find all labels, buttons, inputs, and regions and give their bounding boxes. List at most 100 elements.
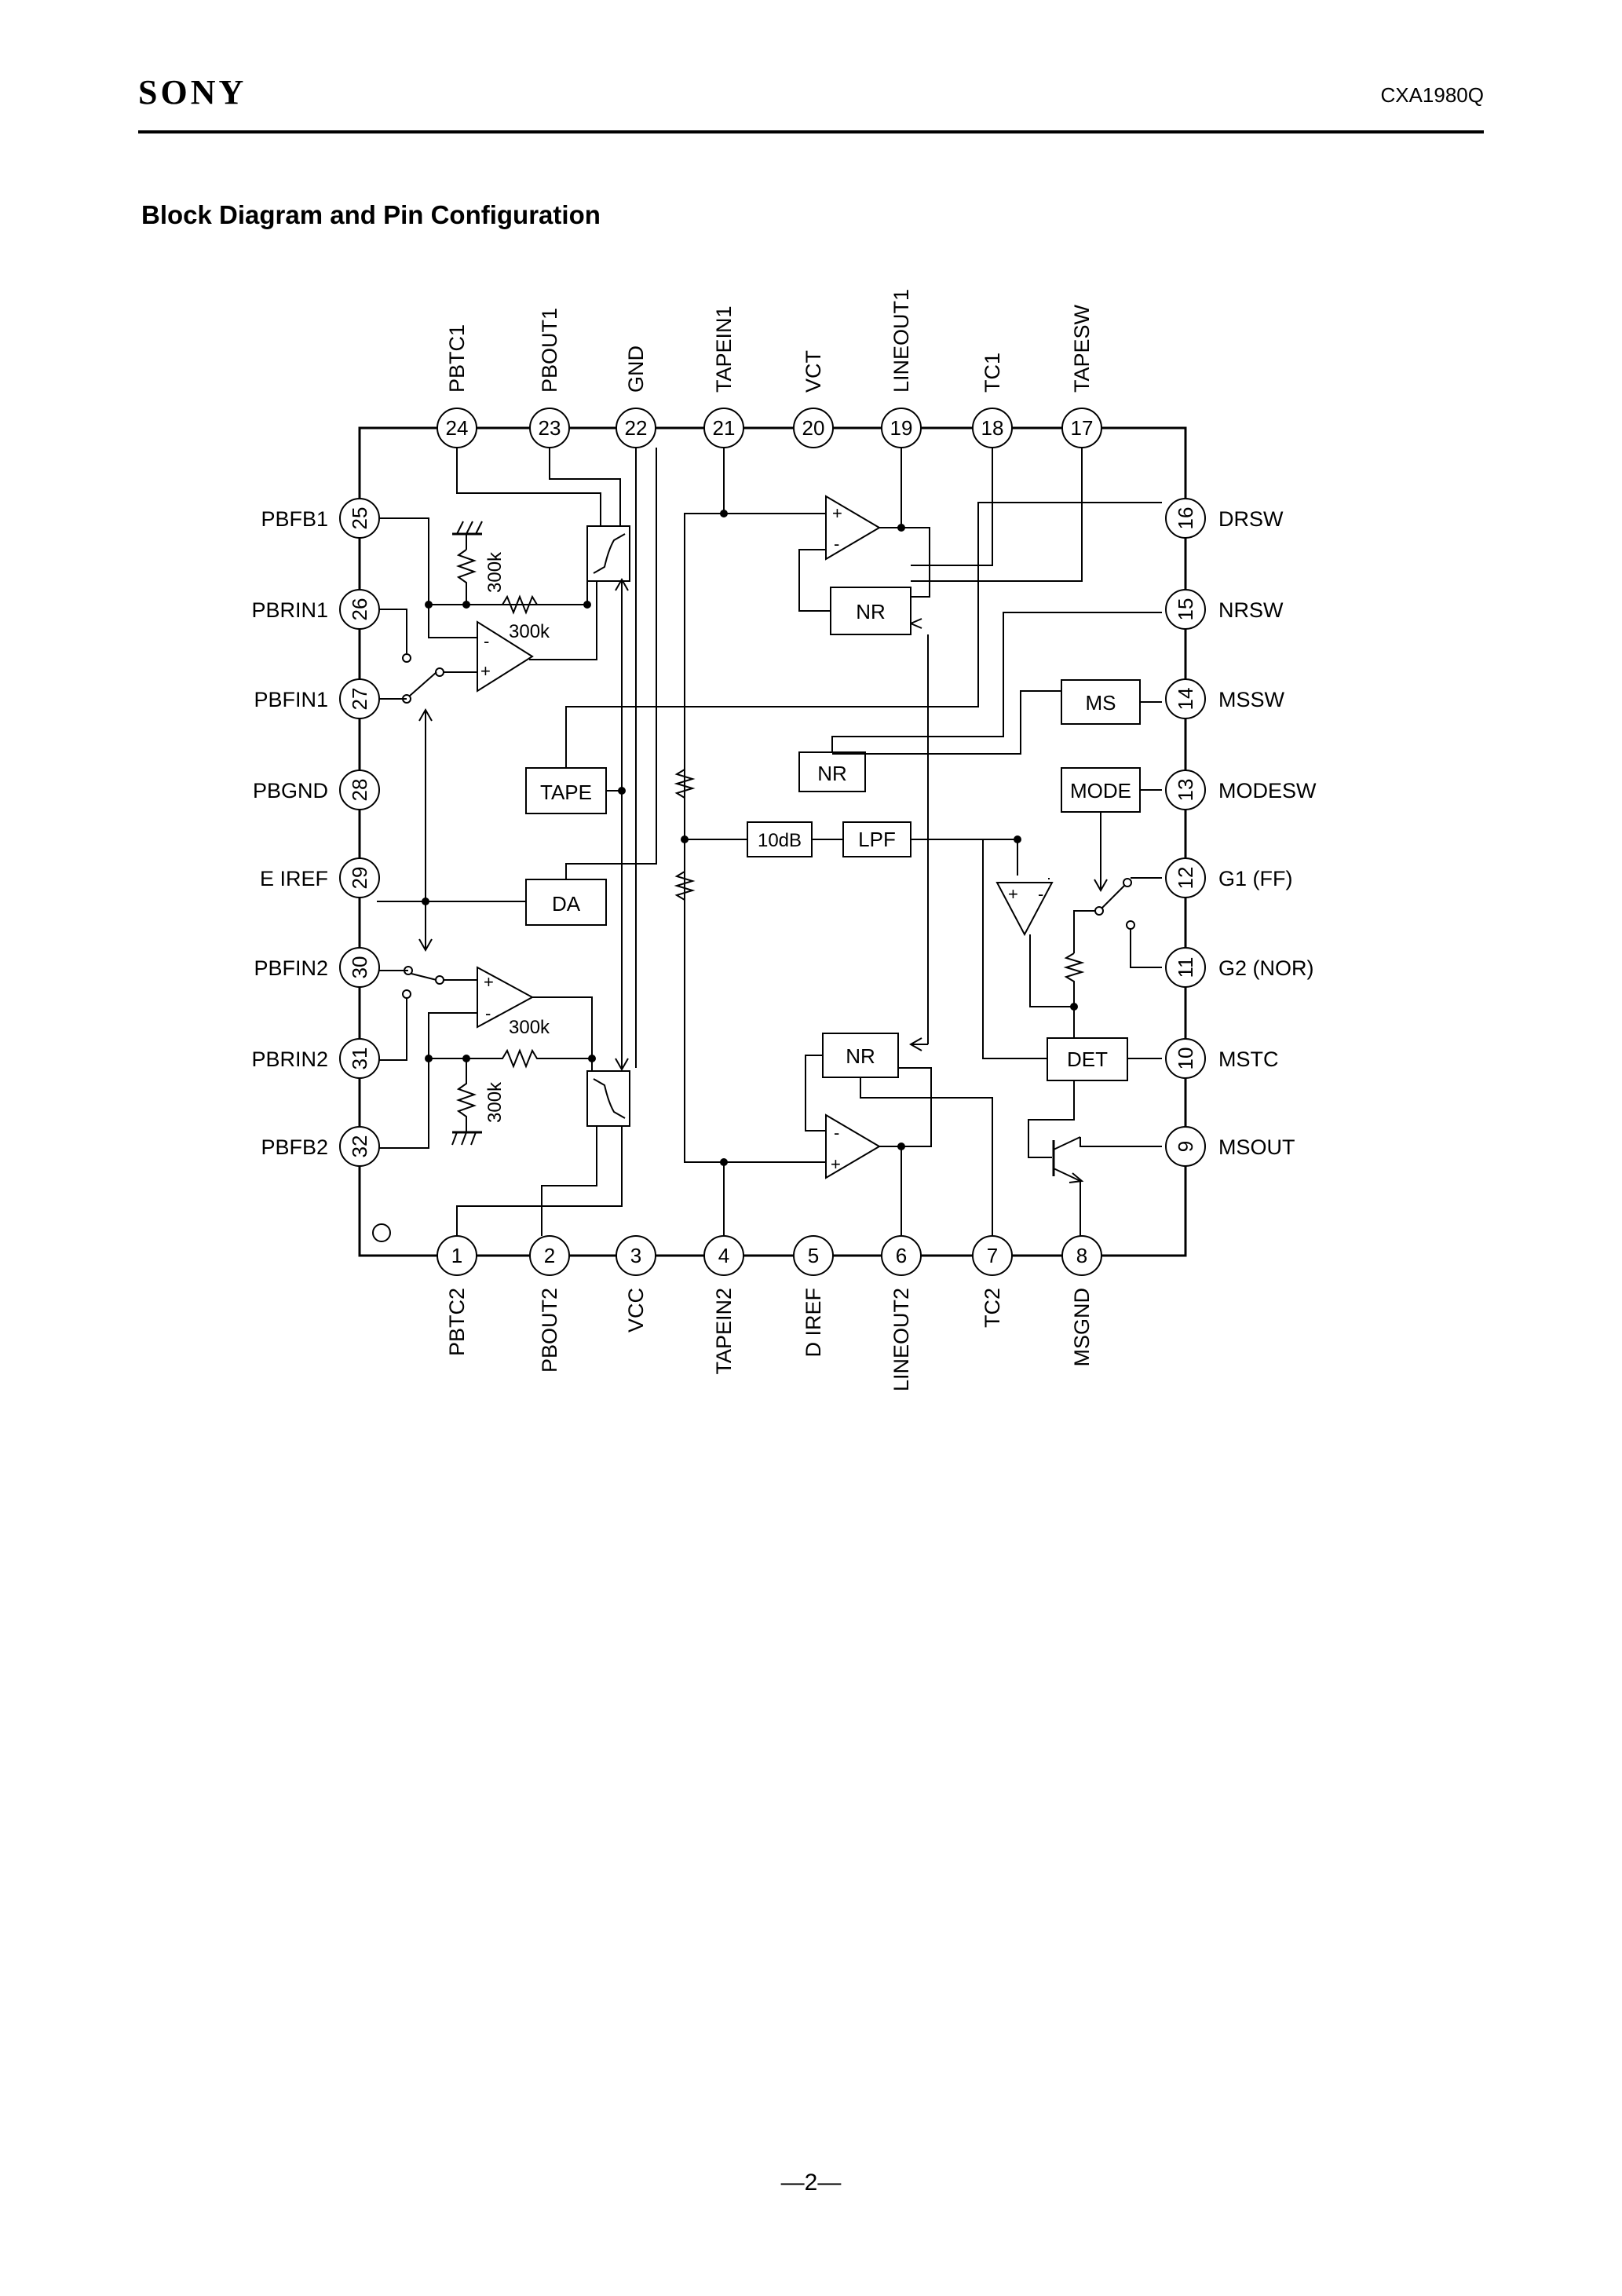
pin-number: 19 — [890, 416, 913, 440]
filter-curve — [593, 1078, 626, 1119]
wire — [565, 448, 657, 879]
pin-number: 20 — [802, 416, 825, 440]
wire — [529, 581, 597, 660]
pin-number: 18 — [981, 416, 1004, 440]
pin-name-label: E IREF — [260, 867, 328, 890]
op-amp-minus: - — [485, 1004, 491, 1023]
pin-pbtc1-circle — [437, 408, 477, 448]
filter-block-bottom — [586, 1070, 630, 1127]
nr-block-label: NR — [817, 762, 847, 785]
pin1-index-mark — [372, 1223, 391, 1242]
pin-number: 2 — [544, 1244, 555, 1267]
pin-number: 8 — [1076, 1244, 1087, 1267]
pin-number: 28 — [348, 779, 371, 802]
wire — [565, 502, 1162, 768]
op-amp-plus: + — [484, 972, 494, 992]
pin-number: 7 — [987, 1244, 998, 1267]
op-amp-minus: - — [834, 1123, 839, 1143]
resistor-label: 300k — [509, 621, 550, 642]
switch-lever — [1101, 885, 1125, 909]
filter-curve — [593, 533, 626, 574]
pin-vct-circle — [793, 408, 834, 448]
pin-name-label: MODESW — [1218, 779, 1317, 803]
resistor-label: 300k — [509, 1017, 550, 1038]
lpf-block-label: LPF — [858, 828, 896, 851]
nr-block-label: NR — [856, 600, 886, 623]
pin-name-label: PBOUT2 — [538, 1288, 561, 1373]
wire — [911, 448, 1083, 582]
pin-name-label: DRSW — [1218, 507, 1284, 531]
sony-logo: SONY — [138, 73, 247, 112]
pin-pbfb1-circle — [339, 498, 380, 539]
op-amp-plus: + — [831, 1154, 841, 1174]
pin-name-label: MSOUT — [1218, 1135, 1295, 1159]
tape-block-label: TAPE — [540, 781, 592, 804]
pin-number: 32 — [348, 1135, 371, 1158]
wire — [377, 517, 587, 605]
op-amp-minus: - — [484, 631, 489, 651]
wire — [798, 549, 831, 612]
pin-name-label: G2 (NOR) — [1218, 956, 1314, 980]
pin-name-label: TAPEIN1 — [712, 305, 736, 393]
pin-pbfin2-circle — [339, 947, 380, 988]
pin-number: 3 — [630, 1244, 641, 1267]
det-block-label: DET — [1067, 1047, 1108, 1071]
mode-block-label: MODE — [1070, 779, 1131, 803]
da-block-label: DA — [552, 892, 581, 916]
pin-number: 31 — [348, 1047, 371, 1070]
wire — [982, 839, 1047, 1059]
pin-pbrin2-circle — [339, 1038, 380, 1079]
wire — [879, 1146, 902, 1236]
pin-name-label: PBFB2 — [261, 1135, 328, 1159]
pin-number: 13 — [1174, 779, 1197, 802]
resistor-zigzag — [674, 871, 696, 901]
wire — [911, 448, 993, 566]
wire — [549, 448, 621, 526]
pin-name-label: PBRIN1 — [251, 598, 328, 622]
op-amp-3 — [825, 495, 881, 561]
nr-block-label: NR — [846, 1044, 875, 1068]
wire — [832, 690, 1062, 755]
pin-number: 14 — [1174, 688, 1197, 711]
pin-pbout1-circle — [529, 408, 570, 448]
section-title: Block Diagram and Pin Configuration — [141, 200, 601, 229]
wire — [831, 612, 1162, 752]
resistor-zigzag — [455, 549, 477, 605]
pin-number: 9 — [1174, 1141, 1197, 1152]
pin-pbgnd-circle — [339, 770, 380, 810]
pin-g2-nor-circle — [1165, 947, 1206, 988]
wire — [377, 1058, 429, 1149]
pin-name-label: LINEOUT2 — [890, 1288, 913, 1391]
wire — [911, 839, 1018, 876]
pin-number: 29 — [348, 867, 371, 890]
pin-tapein1-circle — [703, 408, 744, 448]
wire — [541, 1126, 597, 1236]
header-rule — [138, 130, 1484, 133]
wire — [898, 1067, 932, 1147]
pin-name-label: LINEOUT1 — [890, 289, 913, 393]
wire — [428, 1012, 477, 1058]
pin-number: 12 — [1174, 867, 1197, 890]
pin-drsw-circle — [1165, 498, 1206, 539]
pin-name-label: VCC — [624, 1288, 648, 1333]
pin-pbrin1-circle — [339, 589, 380, 630]
pin-vcc-circle — [616, 1235, 656, 1276]
pin-nrsw-circle — [1165, 589, 1206, 630]
pin-number: 15 — [1174, 598, 1197, 621]
page-number: —2— — [780, 2170, 842, 2195]
pin-name-label: G1 (FF) — [1218, 867, 1293, 890]
op-amp-plus: + — [832, 503, 842, 523]
pin-number: 5 — [808, 1244, 819, 1267]
op-amp-minus: - — [1038, 884, 1043, 904]
wire — [1080, 1137, 1162, 1147]
pin-tc2-circle — [972, 1235, 1013, 1276]
pin-tapein2-circle — [703, 1235, 744, 1276]
pin-gnd-circle — [616, 408, 656, 448]
pin-number: 1 — [451, 1244, 462, 1267]
pin-g1-ff-circle — [1165, 857, 1206, 898]
op-amp-1 — [477, 620, 534, 693]
wire — [684, 448, 725, 1236]
pins-layer: 24PBTC123PBOUT122GND21TAPEIN120VCT19LINE… — [251, 289, 1317, 1391]
wire — [901, 527, 930, 598]
pin-tc1-circle — [972, 408, 1013, 448]
